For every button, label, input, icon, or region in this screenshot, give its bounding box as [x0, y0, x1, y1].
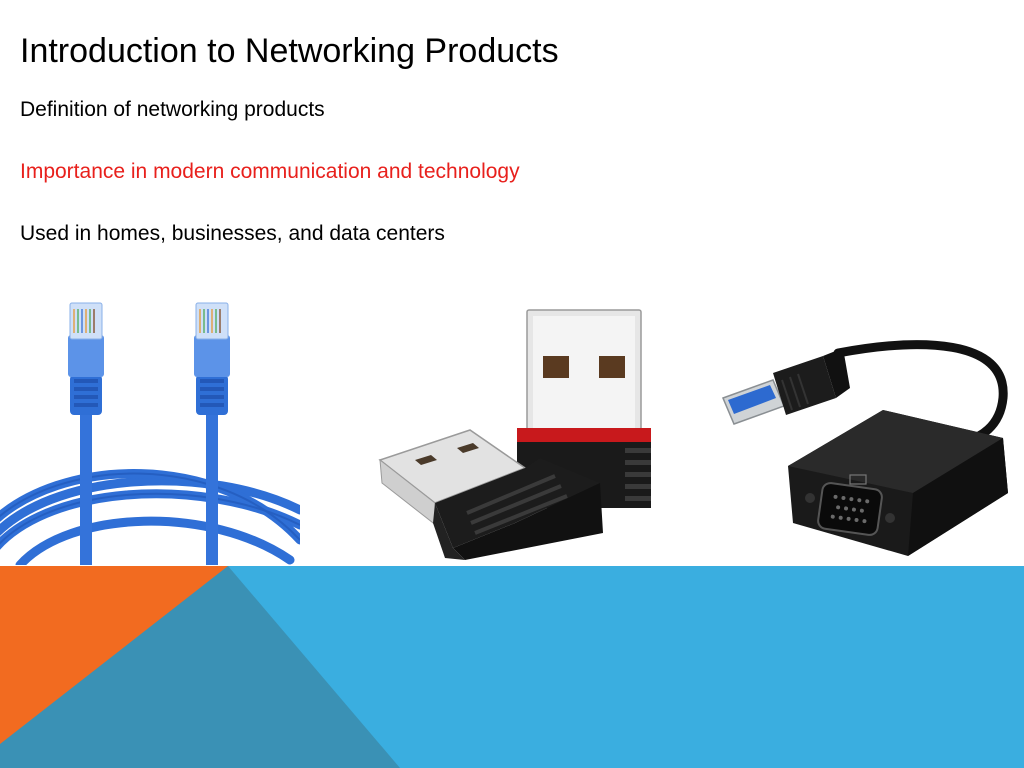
bullet-importance: Importance in modern communication and t…: [20, 160, 520, 183]
ethernet-cable-image: [0, 302, 300, 565]
bullet-definition: Definition of networking products: [20, 98, 325, 121]
usb-wifi-adapter-image: [378, 309, 651, 560]
usb-to-vga-adapter-image: [722, 340, 1008, 556]
footer-color-band: [0, 566, 1024, 768]
bullet-usage: Used in homes, businesses, and data cent…: [20, 222, 445, 245]
slide-title: Introduction to Networking Products: [20, 32, 559, 70]
